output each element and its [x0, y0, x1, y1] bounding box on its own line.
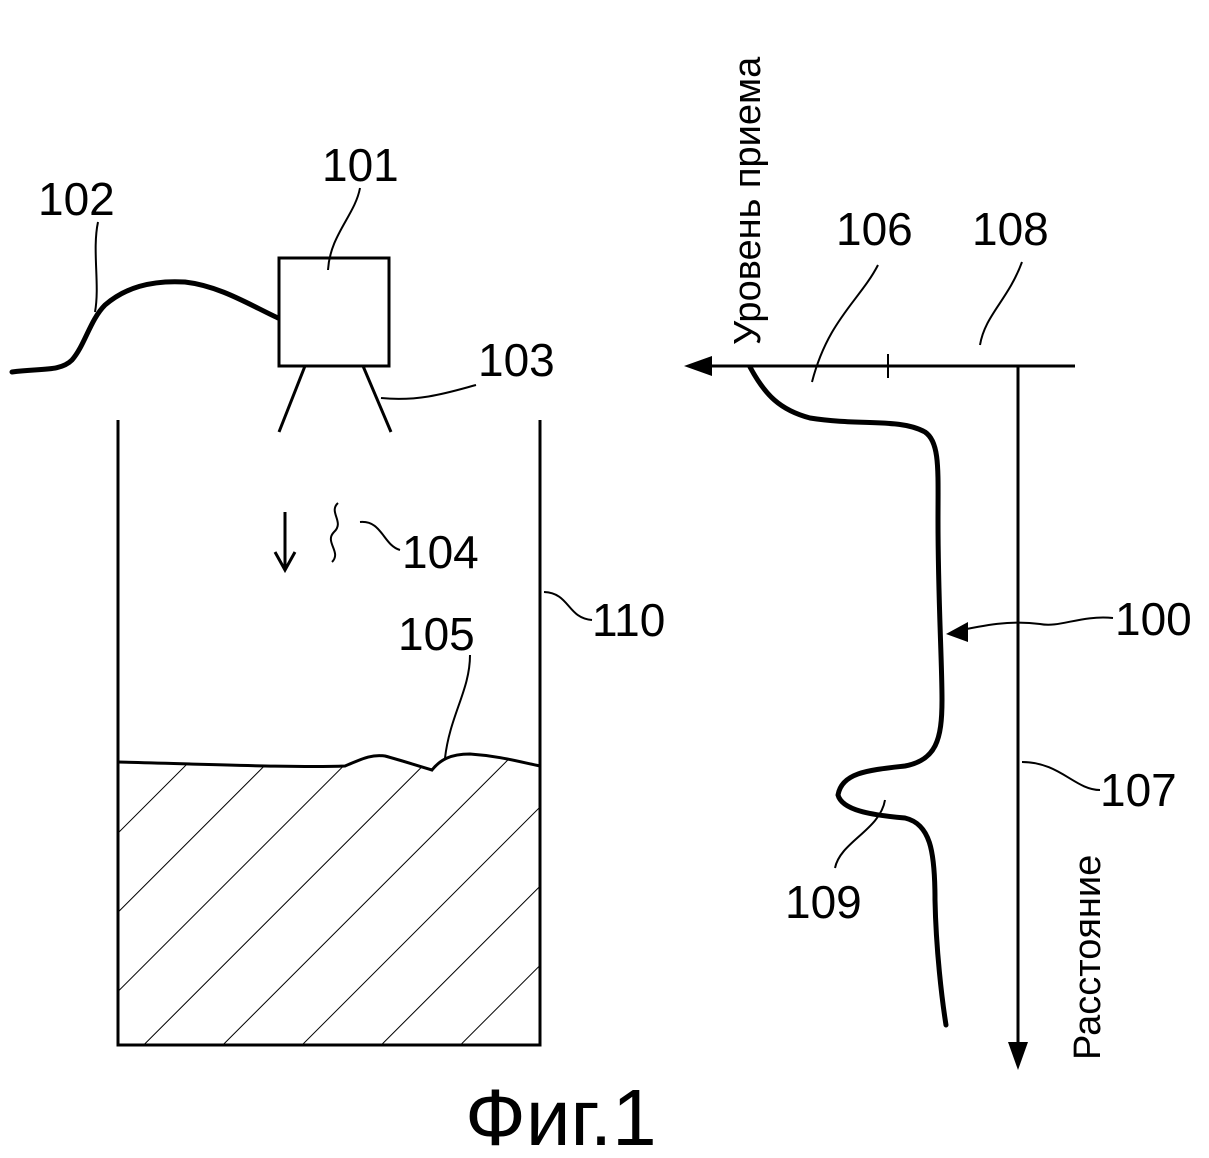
- antenna-left-leg: [279, 366, 305, 432]
- leader-108: [980, 262, 1022, 345]
- distance-axis-arrowhead: [1008, 1042, 1028, 1070]
- label-106: 106: [836, 203, 913, 255]
- label-100: 100: [1115, 593, 1192, 645]
- sensor-box-101: [279, 258, 389, 366]
- label-110: 110: [592, 594, 665, 646]
- signal-wave: [331, 503, 338, 562]
- label-104: 104: [402, 526, 479, 578]
- figure-caption: Фиг.1: [465, 1073, 657, 1158]
- distance-axis-title: Расстояние: [1067, 855, 1109, 1060]
- level-axis-arrowhead: [684, 356, 712, 376]
- leader-100-arrowhead: [946, 622, 968, 642]
- leader-102: [95, 222, 98, 312]
- label-101: 101: [322, 139, 399, 191]
- filling-material: [118, 740, 540, 1045]
- leader-100: [952, 618, 1113, 632]
- leader-105: [445, 655, 470, 758]
- label-102: 102: [38, 173, 115, 225]
- label-108: 108: [972, 203, 1049, 255]
- label-103: 103: [478, 334, 555, 386]
- cable-102: [12, 282, 278, 372]
- level-axis-title: Уровень приема: [727, 56, 769, 345]
- label-109: 109: [785, 876, 862, 928]
- leader-110: [544, 592, 592, 620]
- label-107: 107: [1100, 764, 1177, 816]
- leader-103: [381, 385, 476, 399]
- leader-104: [360, 522, 400, 550]
- label-105: 105: [398, 608, 475, 660]
- leader-107: [1022, 762, 1100, 790]
- leader-106: [812, 265, 878, 382]
